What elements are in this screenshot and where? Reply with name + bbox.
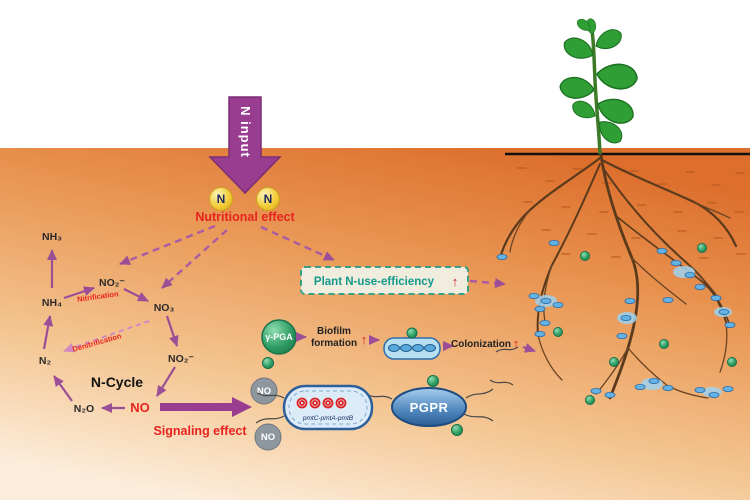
plant-shoot xyxy=(558,16,640,155)
colonization-to-roots-arrow xyxy=(522,343,536,353)
n-cycle-title: N-Cycle xyxy=(91,374,143,390)
no-molecule-top-label: NO xyxy=(257,386,271,397)
bacterium-cell: pmtC-pmtA-pmtB xyxy=(282,384,374,431)
gamma-pga: γ-PGA xyxy=(261,319,297,355)
biofilm-icon xyxy=(383,327,441,360)
plant-n-use-efficiency-box: Plant N-use-efficiency ↑ xyxy=(300,266,469,295)
n-badge-right-label: N xyxy=(264,192,273,206)
no-molecule-top xyxy=(250,377,278,405)
bacterium-inner-membrane xyxy=(288,390,368,425)
n-cycle-arrows xyxy=(42,249,179,413)
soil-background xyxy=(0,148,750,500)
no2-lower-label: NO₂⁻ xyxy=(168,353,194,365)
plant-n-use-efficiency-label: Plant N-use-efficiency xyxy=(314,276,435,288)
gamma-pga-label: γ-PGA xyxy=(265,332,293,342)
n-badges: N N xyxy=(209,187,280,211)
no2-upper-label: NO₂⁻ xyxy=(99,277,125,289)
nutritional-effect-label: Nutritional effect xyxy=(195,210,295,224)
gene-cluster-label: pmtC-pmtA-pmtB xyxy=(302,415,354,422)
root-green-bacteria xyxy=(553,243,737,405)
no-molecule-bottom-label: NO xyxy=(261,432,275,443)
colonization-label: Colonization xyxy=(451,339,511,350)
signaling-effect-label: Signaling effect xyxy=(153,424,247,438)
plant-n-use-efficiency-up-arrow: ↑ xyxy=(452,274,459,289)
n2o-label: N₂O xyxy=(74,403,94,415)
n-badge-left xyxy=(209,187,233,211)
biofilm-pathway: Biofilm formation ↑ Colonization ↑ xyxy=(296,326,536,360)
no-molecules: NO NO xyxy=(250,377,282,451)
n-badge-left-label: N xyxy=(217,192,226,206)
gene-coils xyxy=(296,397,347,409)
biofilm-label-line2: formation xyxy=(311,338,357,349)
denitrification-shortcut-arrow xyxy=(63,320,150,353)
no3-label: NO₃ xyxy=(154,302,175,314)
root-bacterial-colonies xyxy=(496,239,736,398)
no-molecule-bottom xyxy=(254,423,282,451)
biofilm-label-line1: Biofilm xyxy=(317,326,351,337)
n-input-label: N input xyxy=(238,106,253,158)
free-green-bacteria xyxy=(262,357,463,436)
plant-stem xyxy=(590,29,602,155)
n-input-arrow xyxy=(208,96,282,195)
pgpr-body xyxy=(391,387,467,427)
pgpr-cell: PGPR xyxy=(391,387,467,427)
dashed-effect-arrows xyxy=(119,224,506,289)
nh3-label: NH₃ xyxy=(42,231,62,243)
biofilm-up-arrow: ↑ xyxy=(361,332,368,347)
biofilm-green-bacterium xyxy=(406,327,418,339)
soil-specks xyxy=(517,167,746,259)
signaling-arrow xyxy=(160,397,252,417)
colonization-up-arrow: ↑ xyxy=(513,336,520,351)
n-badge-right xyxy=(256,187,280,211)
sky-background xyxy=(0,0,750,150)
n2-label: N₂ xyxy=(39,355,52,367)
pgpr-label: PGPR xyxy=(410,400,449,415)
nh4-label: NH₄ xyxy=(42,297,62,309)
no-label: NO xyxy=(130,400,150,415)
